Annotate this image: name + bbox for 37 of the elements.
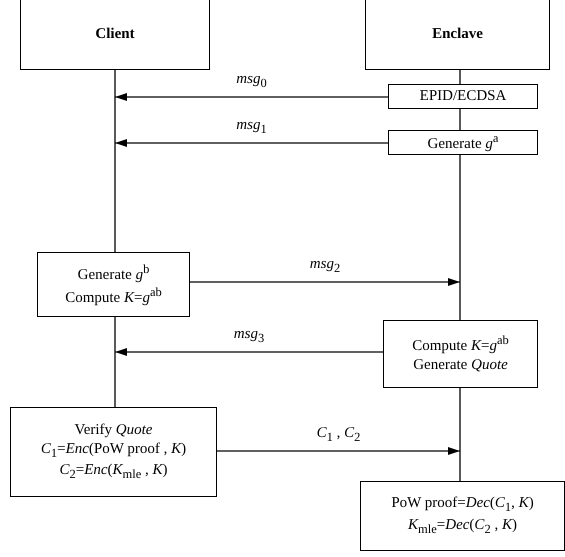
- edge-label: msg$_{3}$: [234, 326, 264, 346]
- process-box: [37, 252, 190, 317]
- message-arrow: [115, 139, 388, 147]
- lifeline: [459, 155, 461, 320]
- lifeline-header-box: [20, 0, 210, 70]
- lifeline: [114, 317, 116, 407]
- process-text: Verify Quote: [74, 421, 152, 440]
- process-text: PoW proof=Dec(C$_{1}$, K): [391, 494, 534, 516]
- process-text: Generate Quote: [413, 356, 508, 375]
- participant-name: Client: [95, 24, 135, 44]
- process-text: EPID/ECDSA: [420, 87, 506, 106]
- lifeline-header-box: [365, 0, 550, 70]
- lifeline: [459, 109, 461, 130]
- message-arrow: [190, 278, 460, 286]
- process-box: [10, 407, 217, 497]
- message-arrow: [115, 348, 383, 356]
- process-box: [388, 130, 538, 155]
- process-text: K$_{mle}$=Dec(C$_{2}$ , K): [408, 516, 517, 538]
- process-text: Compute K=g$^{ab}$: [412, 333, 509, 356]
- process-text: Generate g$^{a}$: [428, 131, 498, 154]
- process-text: Generate g$^{b}$: [78, 262, 150, 284]
- lifeline: [114, 70, 116, 252]
- edge-label: msg$_{0}$: [236, 71, 267, 91]
- process-box: [360, 481, 565, 551]
- process-box: [388, 84, 538, 109]
- message-arrow: [115, 93, 388, 101]
- process-text: C$_{1}$=Enc(PoW proof , K): [40, 440, 186, 462]
- process-text: Compute K=g$^{ab}$: [65, 284, 162, 308]
- participant-name: Enclave: [432, 24, 483, 44]
- edge-label: C$_{1}$ , C$_{2}$: [316, 425, 360, 445]
- edge-label: msg$_{1}$: [236, 117, 267, 137]
- lifeline: [459, 388, 461, 481]
- message-arrow: [217, 447, 460, 455]
- process-text: C$_{2}$=Enc(K$_{mle}$ , K): [59, 461, 168, 483]
- process-box: [383, 320, 538, 388]
- lifeline: [459, 70, 461, 84]
- edge-label: msg$_{2}$: [310, 256, 340, 276]
